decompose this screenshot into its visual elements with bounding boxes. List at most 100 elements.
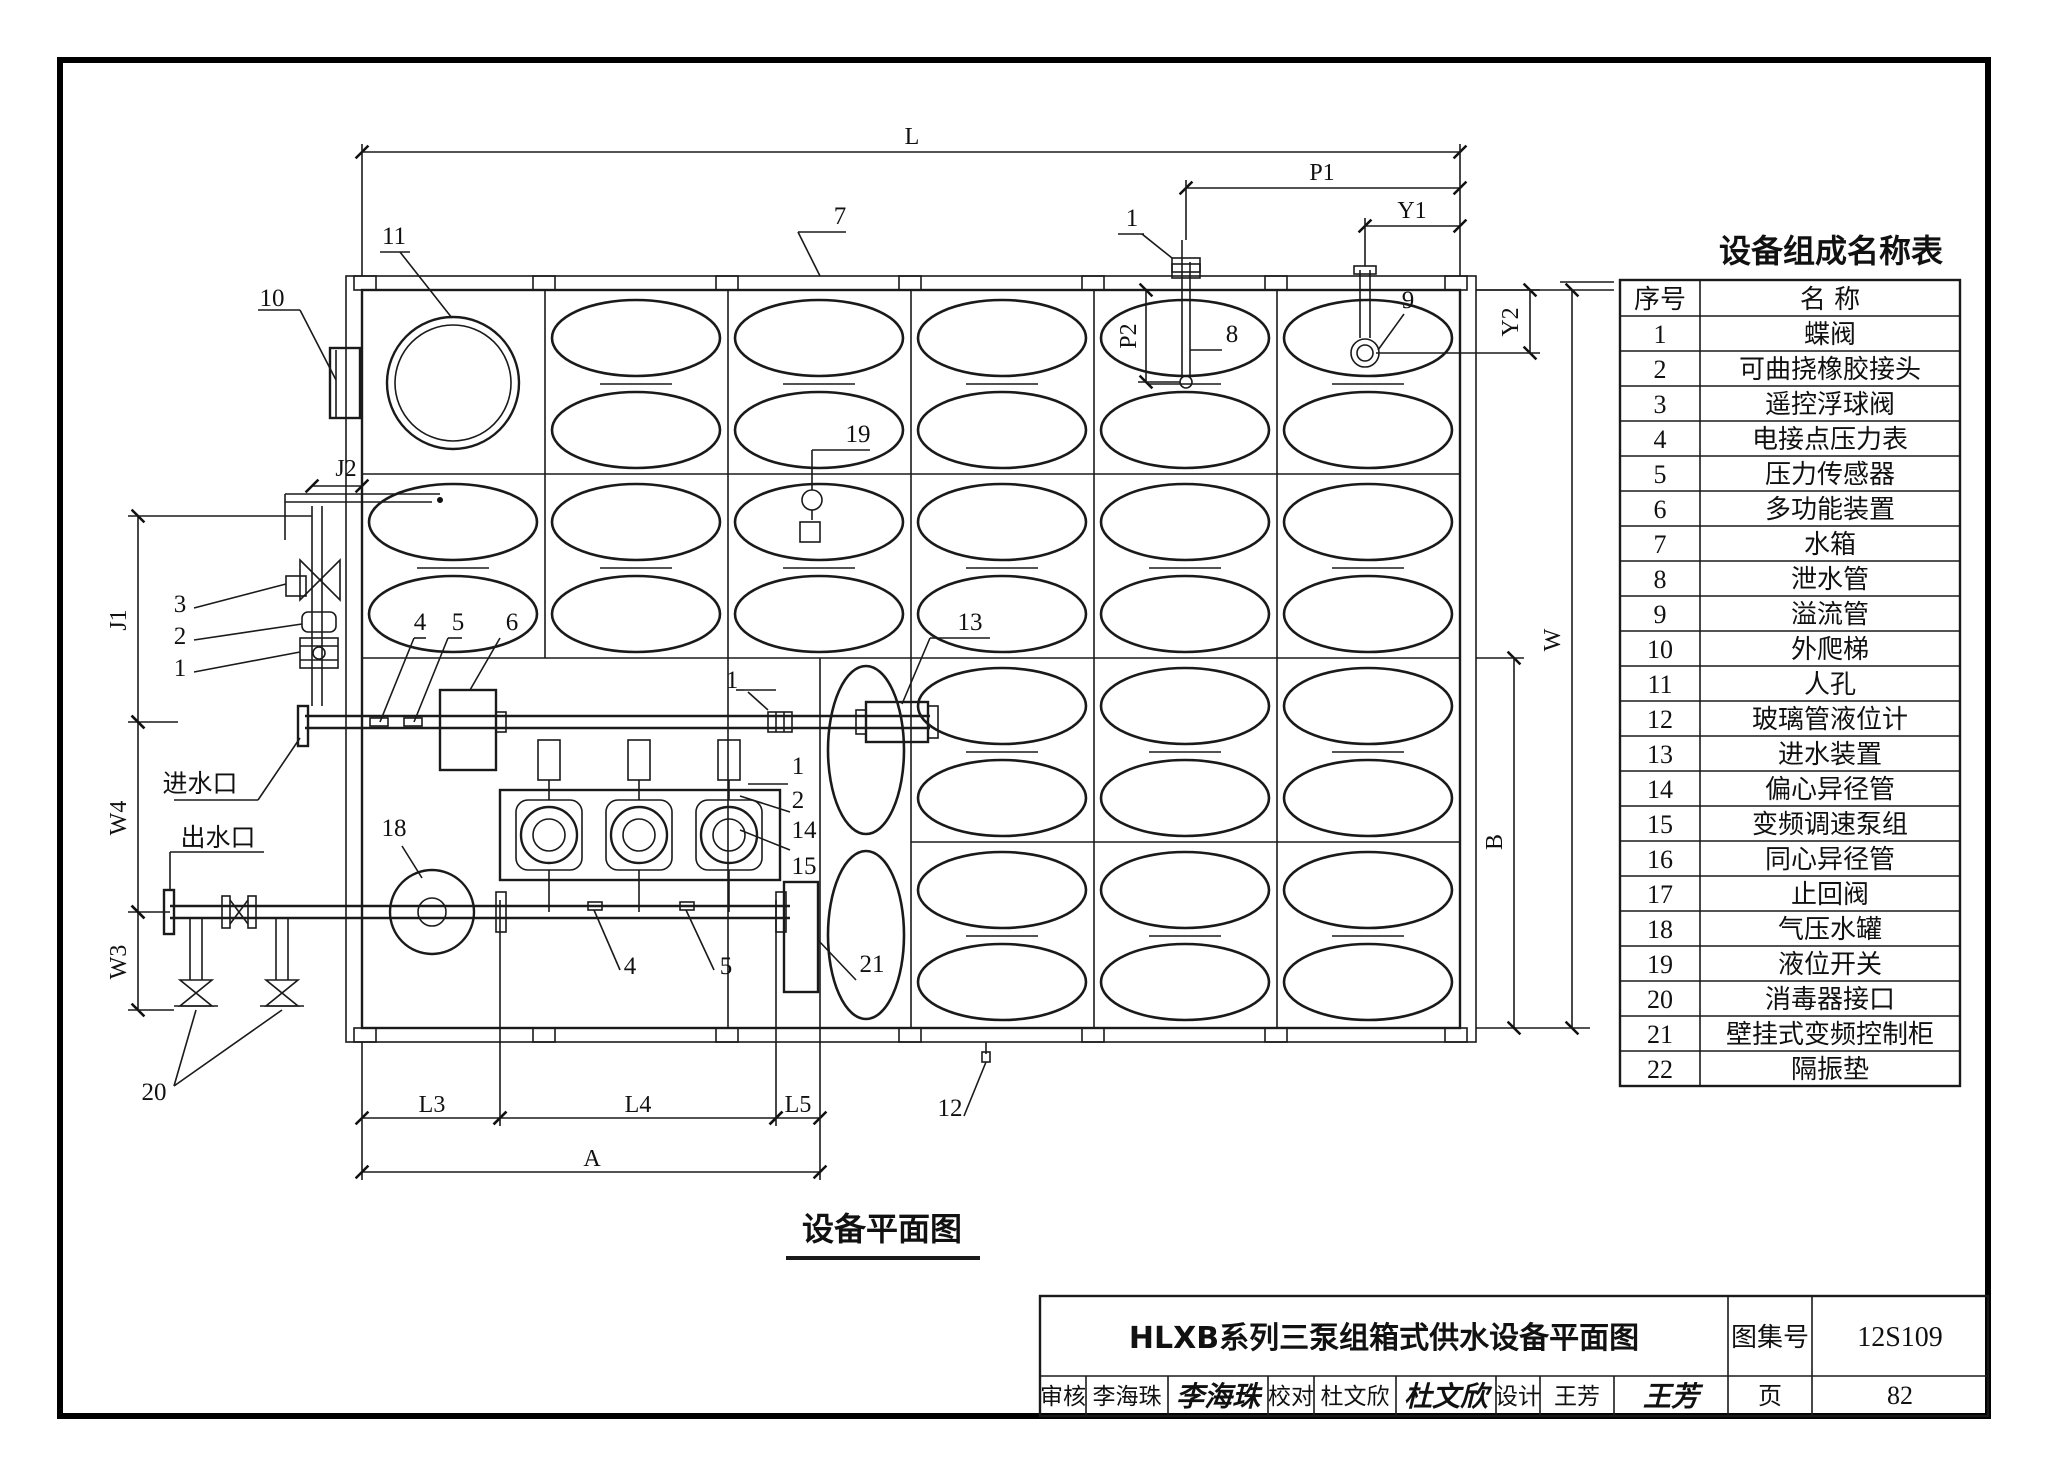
table-header-name: 名 称 — [1800, 285, 1860, 315]
table-cell-name: 人孔 — [1804, 670, 1856, 700]
dim-Y1: Y1 — [1397, 198, 1426, 224]
float-valve — [285, 575, 307, 597]
table-cell-no: 19 — [1647, 950, 1673, 979]
table-cell-name: 溢流管 — [1791, 600, 1869, 630]
callout-13: 13 — [958, 609, 983, 636]
table-cell-no: 17 — [1647, 880, 1673, 909]
dim-P1: P1 — [1309, 160, 1334, 186]
table-row: 19 液位开关 — [1647, 950, 1882, 980]
table-cell-name: 多功能装置 — [1765, 495, 1895, 525]
table-cell-no: 5 — [1654, 460, 1667, 489]
pump-set — [498, 739, 782, 912]
panel-embossing — [367, 298, 1454, 1022]
table-cell-name: 泄水管 — [1791, 565, 1869, 595]
drawing-subtitle: 设备平面图 — [802, 1210, 962, 1248]
outlet-port-label: 出水口 — [180, 823, 255, 852]
table-cell-name: 电接点压力表 — [1752, 425, 1908, 455]
pump-2 — [605, 739, 673, 912]
callout-12: 12 — [938, 1095, 963, 1122]
table-row: 9 溢流管 — [1654, 600, 1870, 630]
callout-2-inlet: 2 — [174, 623, 187, 650]
callout-5-inlet: 5 — [452, 609, 465, 636]
table-cell-no: 4 — [1654, 425, 1667, 454]
table-cell-no: 10 — [1647, 635, 1673, 664]
callout-8: 8 — [1226, 321, 1239, 348]
dim-W: W — [1540, 628, 1566, 651]
reviewer-name: 李海珠 — [1093, 1384, 1162, 1410]
table-cell-name: 液位开关 — [1778, 950, 1882, 980]
table-cell-name: 止回阀 — [1791, 880, 1869, 910]
table-cell-no: 15 — [1647, 810, 1673, 839]
glass-level-gauge — [981, 1042, 991, 1063]
table-cell-no: 14 — [1647, 775, 1673, 804]
dim-L: L — [905, 124, 920, 150]
callout-4-outlet: 4 — [624, 953, 637, 980]
table-cell-no: 1 — [1654, 320, 1667, 349]
table-cell-no: 11 — [1647, 670, 1672, 699]
title-block-title: HLXB系列三泵组箱式供水设备平面图 — [1129, 1321, 1639, 1356]
butterfly-valve-inlet — [299, 637, 339, 669]
outside-ladder — [328, 346, 362, 420]
table-cell-name: 进水装置 — [1778, 740, 1882, 770]
page-number: 82 — [1887, 1381, 1913, 1410]
callout-6: 6 — [506, 609, 519, 636]
table-cell-name: 水箱 — [1804, 530, 1856, 560]
callout-10: 10 — [260, 285, 285, 312]
dim-J1: J1 — [106, 609, 132, 630]
water-tank — [328, 240, 1477, 1063]
callout-9: 9 — [1402, 287, 1415, 314]
pump-3 — [695, 739, 763, 912]
table-cell-name: 外爬梯 — [1791, 635, 1869, 665]
dim-P2: P2 — [1116, 323, 1142, 348]
callout-1-top: 1 — [1126, 205, 1139, 232]
review-label: 审核 — [1040, 1384, 1086, 1410]
table-row: 11 人孔 — [1647, 670, 1856, 700]
overflow-pipe — [1350, 265, 1380, 368]
check-label: 校对 — [1268, 1384, 1314, 1410]
table-cell-no: 22 — [1647, 1055, 1673, 1084]
table-row: 10 外爬梯 — [1647, 635, 1869, 665]
table-cell-no: 9 — [1654, 600, 1667, 629]
callout-4-inlet: 4 — [414, 609, 427, 636]
designer-signature: 王芳 — [1643, 1380, 1704, 1413]
dim-Y2: Y2 — [1498, 307, 1524, 336]
dim-W4: W4 — [106, 801, 132, 836]
callout-21: 21 — [860, 951, 885, 978]
table-cell-name: 消毒器接口 — [1765, 985, 1895, 1015]
table-cell-no: 21 — [1647, 1020, 1673, 1049]
table-cell-no: 2 — [1654, 355, 1667, 384]
dim-W3: W3 — [106, 945, 132, 980]
dimension-lines — [128, 144, 1614, 1180]
dim-L3: L3 — [419, 1092, 446, 1118]
table-row: 15 变频调速泵组 — [1647, 810, 1908, 840]
dim-J2: J2 — [335, 456, 356, 482]
table-cell-name: 变频调速泵组 — [1752, 810, 1908, 840]
table-header-no: 序号 — [1634, 285, 1686, 315]
callout-11: 11 — [382, 223, 406, 250]
table-cell-name: 玻璃管液位计 — [1752, 705, 1908, 735]
table-cell-name: 气压水罐 — [1778, 915, 1882, 945]
dim-L5: L5 — [785, 1092, 812, 1118]
callout-19: 19 — [846, 421, 871, 448]
callout-1-pump: 1 — [792, 753, 805, 780]
callout-20: 20 — [142, 1079, 167, 1106]
panel-lugs — [353, 275, 1468, 1043]
table-cell-no: 16 — [1647, 845, 1673, 874]
page-label: 页 — [1758, 1382, 1782, 1410]
dimension-labels: L P1 Y1 Y2 P2 W B J2 J1 W4 W3 L3 L4 L5 A — [106, 124, 1566, 1172]
callout-1-tank: 1 — [726, 667, 739, 694]
pressure-tank — [388, 868, 476, 956]
atlas-label: 图集号 — [1731, 1323, 1809, 1353]
atlas-number: 12S109 — [1857, 1322, 1943, 1353]
level-switch — [799, 489, 823, 543]
